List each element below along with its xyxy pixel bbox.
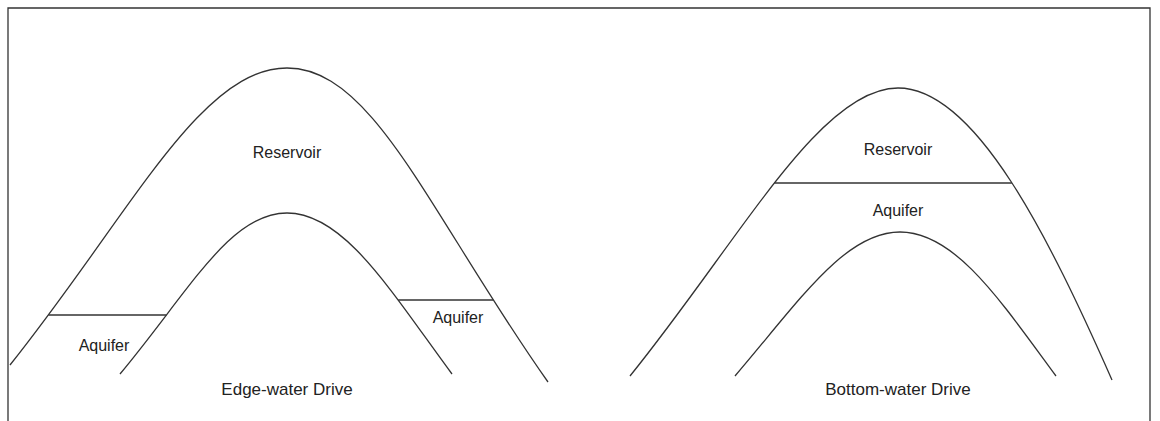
inner-arch xyxy=(120,213,452,374)
drive-caption: Edge-water Drive xyxy=(218,380,355,401)
inner-arch xyxy=(735,232,1056,376)
drive-caption: Bottom-water Drive xyxy=(822,380,973,401)
frame-border xyxy=(8,8,1150,421)
water-contact-line xyxy=(48,314,166,315)
reservoir-label: Reservoir xyxy=(861,140,935,160)
reservoir-label: Reservoir xyxy=(250,143,324,163)
aquifer-label: Aquifer xyxy=(430,308,487,328)
outer-arch xyxy=(10,68,548,382)
outer-arch xyxy=(630,88,1112,380)
aquifer-label: Aquifer xyxy=(870,201,927,221)
water-contact-line xyxy=(398,299,493,300)
water-contact-line xyxy=(774,182,1011,183)
aquifer-label: Aquifer xyxy=(76,336,133,356)
